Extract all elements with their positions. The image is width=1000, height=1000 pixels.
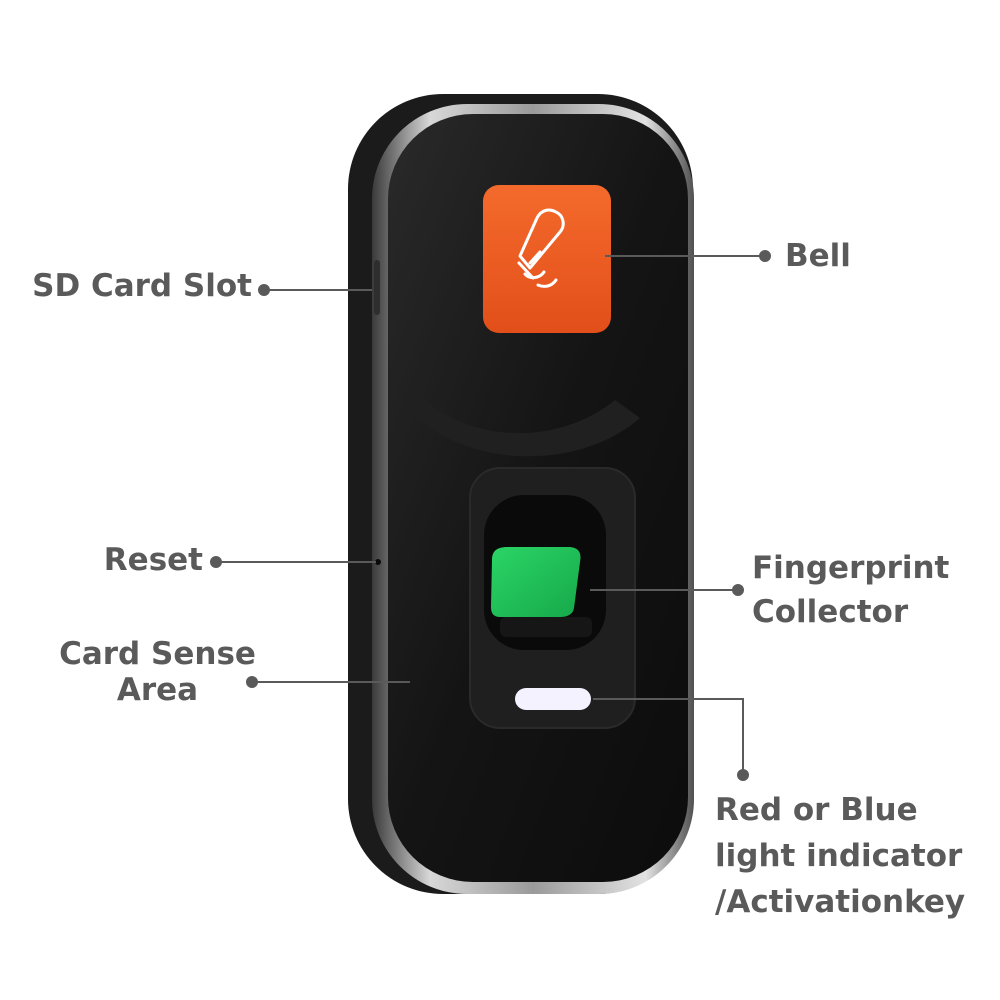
indicator-led (515, 688, 591, 710)
reset-dot (210, 556, 222, 568)
label-card-sense-line1: Card Sense (59, 636, 256, 672)
label-fingerprint-collector: Fingerprint Collector (752, 548, 949, 632)
bell-icon (517, 208, 565, 288)
label-sd-card-slot: SD Card Slot (32, 268, 252, 304)
fingerprint-sensor[interactable] (491, 547, 581, 617)
label-indicator-line1: Red or Blue (715, 792, 918, 828)
bell-dot (759, 250, 771, 262)
label-card-sense-area: Card Sense Area (50, 634, 265, 710)
label-light-indicator: Red or Blue light indicator /Activationk… (715, 790, 965, 922)
label-indicator-line3: /Activationkey (715, 884, 966, 920)
label-fingerprint-line1: Fingerprint (752, 550, 950, 586)
label-indicator-line2: light indicator (715, 838, 963, 874)
fingerprint-ledge (500, 617, 592, 637)
card-sense-dot (246, 676, 258, 688)
sd-card-slot[interactable] (374, 260, 380, 315)
indicator-line (593, 698, 744, 775)
reset-hole[interactable] (375, 559, 381, 565)
fingerprint-dot (732, 584, 744, 596)
indicator-dot (737, 769, 749, 781)
face-ridge (410, 395, 640, 457)
sd-card-dot (258, 284, 270, 296)
label-bell: Bell (785, 238, 851, 274)
label-fingerprint-line2: Collector (752, 594, 909, 630)
label-reset: Reset (103, 542, 203, 578)
bell-button[interactable] (483, 185, 611, 333)
callout-lines (210, 250, 771, 781)
label-card-sense-line2: Area (116, 672, 199, 708)
